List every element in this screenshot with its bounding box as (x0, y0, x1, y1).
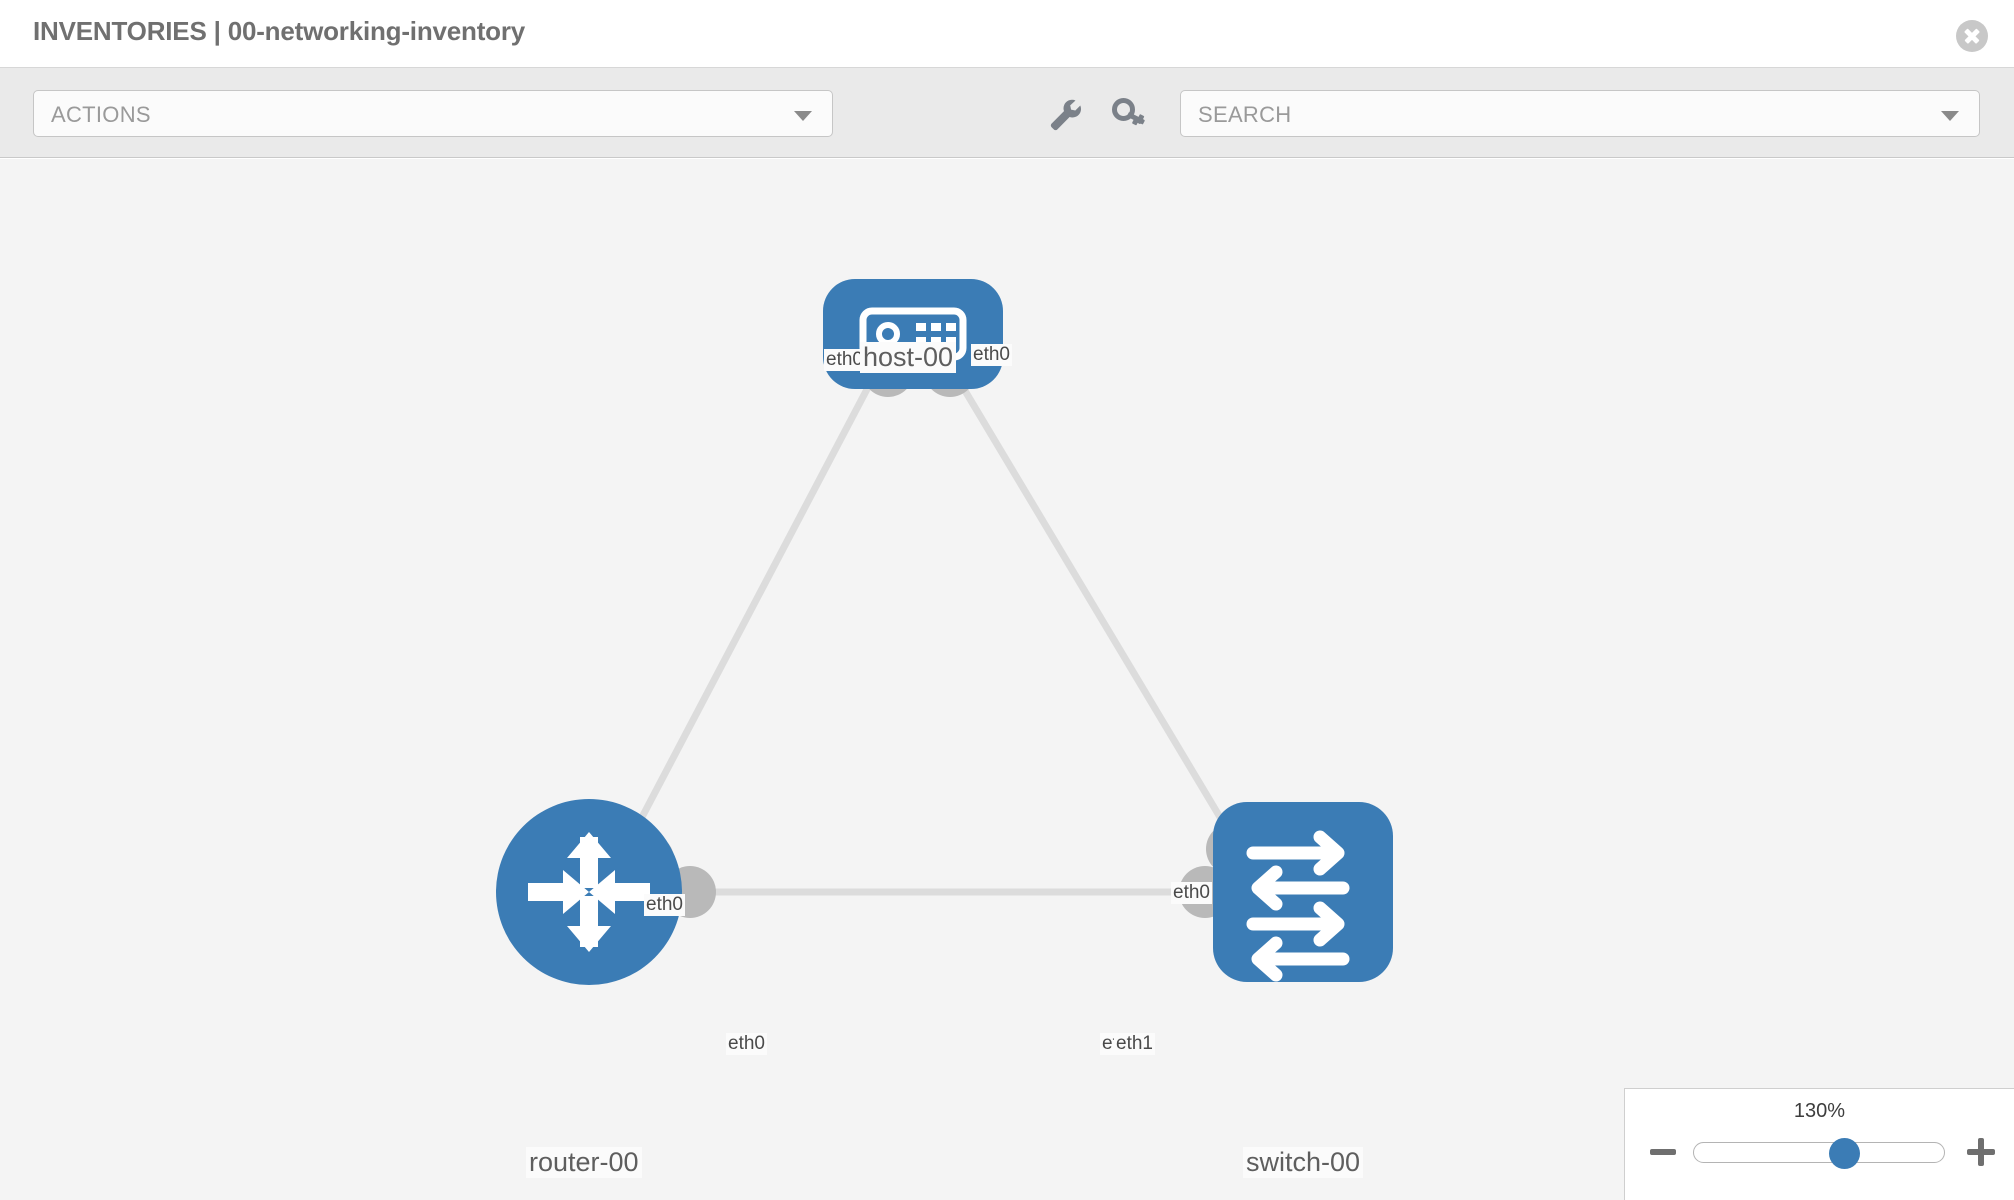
wrench-icon[interactable] (1045, 96, 1085, 132)
minus-icon[interactable] (1647, 1135, 1681, 1169)
page-header: INVENTORIES | 00-networking-inventory (0, 0, 2014, 68)
toolbar: ACTIONS SEARCH (0, 68, 2014, 158)
page-title: INVENTORIES | 00-networking-inventory (33, 16, 526, 46)
chevron-down-icon (1941, 110, 1959, 121)
actions-dropdown[interactable]: ACTIONS (33, 90, 833, 137)
router-arrows-icon (528, 832, 650, 952)
search-input[interactable]: SEARCH (1180, 90, 1980, 137)
port-label-host-eth0-right: eth0 (971, 344, 1012, 366)
zoom-slider[interactable] (1693, 1138, 1945, 1169)
port-label-switch-eth1: eth1 (1114, 1033, 1155, 1055)
topology-canvas[interactable]: eth0 eth0 eth0 eth0 eth0 eth0 eth1 host-… (0, 159, 2014, 1200)
link-host-switch (951, 372, 1249, 861)
port-label-router-eth0-right: eth0 (726, 1033, 767, 1055)
zoom-control-panel: 130% (1624, 1088, 2014, 1200)
zoom-percent-label: 130% (1793, 1100, 1846, 1122)
zoom-slider-handle[interactable] (1829, 1138, 1860, 1169)
topology-graph (496, 279, 1393, 985)
node-label-router-00: router-00 (526, 1147, 642, 1179)
chevron-down-icon (794, 110, 812, 121)
key-icon[interactable] (1110, 96, 1150, 132)
node-label-switch-00: switch-00 (1243, 1147, 1364, 1179)
node-router-00[interactable] (496, 799, 682, 985)
port-label-switch-eth0-top: eth0 (1171, 882, 1212, 904)
search-placeholder: SEARCH (1198, 102, 1292, 127)
plus-icon[interactable] (1964, 1135, 1998, 1169)
zoom-slider-row (1625, 1135, 2014, 1175)
actions-dropdown-label: ACTIONS (51, 102, 151, 127)
node-label-host-00: host-00 (860, 342, 957, 374)
switch-arrows-icon (1246, 830, 1350, 982)
link-router-host (616, 372, 879, 861)
node-switch-00[interactable] (1213, 802, 1393, 982)
port-label-host-eth0-left: eth0 (824, 349, 865, 371)
close-icon[interactable] (1956, 20, 1988, 52)
port-label-router-eth0-top: eth0 (644, 894, 685, 916)
